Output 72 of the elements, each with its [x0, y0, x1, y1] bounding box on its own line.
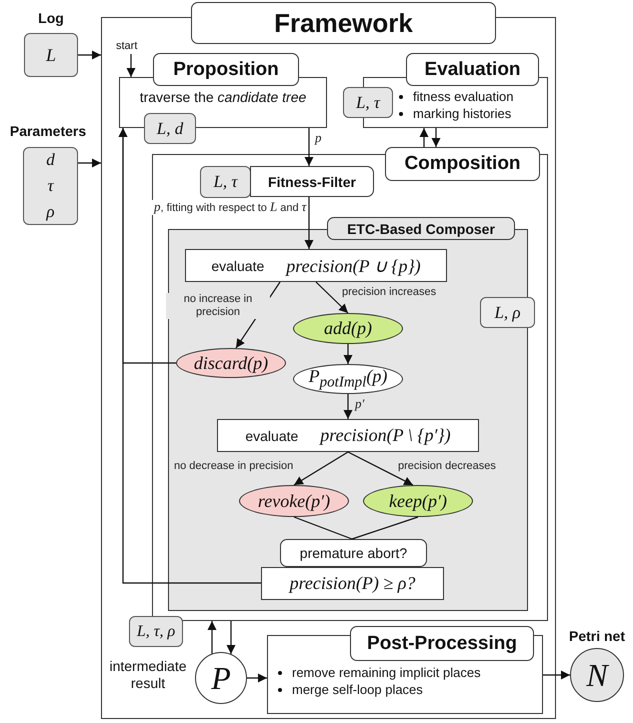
- parameter-tag: [343, 87, 393, 118]
- parameter-tag: [144, 113, 196, 144]
- condition-box: [261, 567, 444, 600]
- text-label: evaluate: [245, 428, 298, 444]
- list-item-text: fitness evaluation: [413, 88, 514, 105]
- math-label: L, ρ: [494, 302, 521, 322]
- section-heading: Framework: [191, 2, 496, 44]
- parameter-tag: [480, 297, 535, 328]
- caption-text: intermediate result: [109, 658, 187, 691]
- math-label: L, τ: [213, 172, 238, 192]
- math-label: revoke(p′): [258, 490, 330, 512]
- math-label: discard(p): [194, 352, 268, 374]
- math-label: P$_{potImpl}$(p): [308, 366, 388, 392]
- arrow: [316, 282, 348, 314]
- list-item-text: merge self-loop places: [292, 681, 423, 698]
- math-label: add(p): [324, 318, 372, 339]
- arrow: [226, 621, 236, 654]
- edge-label: no decrease in precision: [172, 460, 296, 473]
- arrow: [304, 197, 314, 249]
- filter-box: [250, 166, 374, 197]
- math-label: precision(P ∪ {p}): [286, 254, 421, 276]
- math-label: L, τ, ρ: [136, 622, 176, 640]
- arrow: [348, 451, 414, 486]
- math-label: d τ ρ: [46, 149, 55, 223]
- arrow: [420, 128, 428, 147]
- edge-label: precision decreases: [396, 460, 498, 473]
- parameter-tag: [129, 616, 183, 647]
- list-item-text: marking histories: [413, 105, 512, 122]
- section-heading: Post-Processing: [350, 626, 534, 661]
- arrow: [294, 451, 348, 486]
- section-heading: Proposition: [153, 53, 299, 86]
- process-box: [217, 419, 479, 452]
- edge-label: precision increases: [340, 286, 438, 299]
- list-item-text: remove remaining implicit places: [292, 664, 481, 681]
- connector-line: [352, 516, 418, 540]
- arrow: [432, 128, 440, 147]
- math-label: L, d: [156, 118, 184, 138]
- arrow: [208, 621, 216, 654]
- math-label: L, τ: [356, 92, 380, 112]
- arrow: [304, 128, 314, 166]
- math-label: precision(P) ≥ ρ?: [290, 573, 416, 594]
- math-label: precision(P \ {p′}): [320, 425, 451, 446]
- decision-box: [280, 539, 427, 567]
- process-box: [185, 249, 447, 282]
- section-heading: Evaluation: [406, 53, 539, 86]
- arrow: [247, 674, 267, 682]
- arrow: [344, 344, 352, 364]
- text-label: premature abort?: [300, 545, 408, 561]
- text-label: evaluate: [211, 258, 264, 274]
- arrow: [543, 670, 570, 680]
- heading-label: Petri net: [568, 628, 626, 644]
- start-label: start: [116, 40, 150, 54]
- section-heading: ETC-Based Composer: [327, 217, 515, 240]
- text-label: Fitness-Filter: [268, 174, 356, 190]
- math-label: keep(p′): [389, 490, 447, 512]
- text-label: traverse the candidate tree: [140, 89, 306, 105]
- section-heading: Composition: [385, 147, 540, 181]
- connector-line: [294, 516, 352, 540]
- edge-label: p, fitting with respect to L and τ: [152, 200, 308, 215]
- edge-label: no increase in precision: [166, 293, 270, 319]
- math-label: N: [586, 656, 608, 694]
- arrow: [118, 128, 261, 584]
- math-label: P: [211, 660, 231, 696]
- heading-label: Log: [37, 10, 65, 28]
- heading-label: Parameters: [8, 123, 88, 141]
- arrow: [78, 158, 101, 168]
- math-label: L: [46, 44, 56, 66]
- arrow: [344, 394, 352, 419]
- arrow: [126, 54, 136, 77]
- edge-label: p′: [353, 397, 366, 410]
- arrow: [78, 50, 101, 60]
- parameter-tag: [200, 166, 251, 198]
